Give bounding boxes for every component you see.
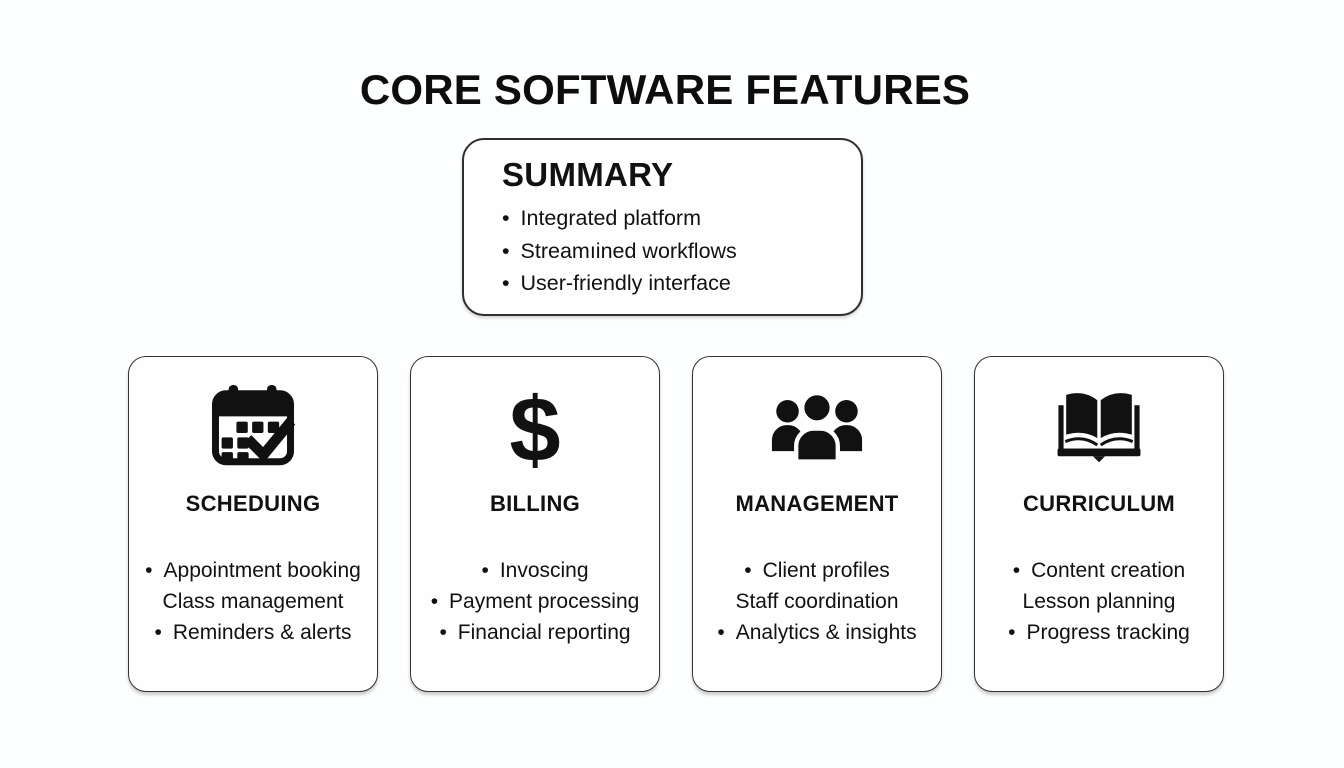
card-item-text: Staff coordination [735,590,899,613]
bullet-icon: • [154,621,162,644]
summary-list: • Integrated platform • Streamıined workfl… [502,202,841,300]
list-item: • Financial reporting [411,617,659,648]
bullet-icon: • [481,559,489,582]
card-billing: $ BILLING •Invoscing •Payment processing… [410,356,660,692]
bullet-icon: • [145,559,153,582]
card-list: • Client profiles Staff coordination • Ana… [693,555,941,648]
dollar-glyph: $ [509,379,561,481]
card-heading: CURRICULUM [1022,491,1176,516]
list-item: • User-friendly interface [502,267,841,300]
list-item: • Content creation [975,555,1223,586]
summary-item-text: User-friendly interface [520,271,731,295]
card-list: • Content creation Lesson planning • Progr… [975,555,1223,648]
list-item: Staff coordination [693,586,941,617]
card-heading: BILLING [489,491,581,516]
card-item-text: Analytics & insights [735,621,917,644]
card-item-text: Financial reporting [457,621,631,644]
list-item: • Client profiles [693,555,941,586]
list-item: • Analytics & insights [693,617,941,648]
bullet-icon: • [439,621,447,644]
card-list: • Appointment booking Class management • R… [129,555,377,648]
people-group-icon [693,385,941,467]
bullet-icon: • [717,621,725,644]
bullet-icon: • [1012,559,1021,582]
card-heading: MANAGEMENT [735,491,899,516]
bullet-icon: • [502,238,510,263]
card-item-text: Progress tracking [1026,621,1190,644]
card-item-text: Content creation [1031,559,1186,582]
summary-item-text: Integrated platform [520,206,701,230]
card-item-text: Class management [162,590,344,613]
dollar-icon: $ [411,384,659,476]
calendar-check-icon [129,385,377,467]
feature-cards-row: SCHEDUING • Appointment booking Class man… [128,356,1224,692]
summary-box: SUMMARY • Integrated platform • Streamıine… [462,138,863,316]
bullet-icon: • [1008,621,1016,644]
list-item: Lesson planning [975,586,1223,617]
bullet-icon: • [502,271,510,295]
open-book-icon [975,385,1223,467]
list-item: • Integrated platform [502,202,841,235]
card-item-text: Invoscing [499,559,589,582]
list-item: Class management [129,586,377,617]
card-curriculum: CURRICULUM • Content creation Lesson plan… [974,356,1224,692]
page-title: CORE SOFTWARE FEATURES [359,66,971,113]
summary-item-text: Streamıined workflows [520,238,737,263]
card-heading: SCHEDUING [185,491,321,516]
card-item-text: Reminders & alerts [172,621,352,644]
list-item: • Appointment booking [129,555,377,586]
card-item-text: Appointment booking [163,559,361,582]
list-item: • Invoscing [411,555,659,586]
list-item: • Progress tracking [975,617,1223,648]
bullet-icon: • [502,206,510,230]
card-item-text: Lesson planning [1022,590,1176,613]
card-management: MANAGEMENT • Client profiles Staff coordi… [692,356,942,692]
list-item: • Payment processing [411,586,659,617]
summary-heading: SUMMARY [502,156,674,193]
bullet-icon: • [430,590,439,613]
card-item-text: Payment processing [449,590,640,613]
card-list: •Invoscing •Payment processing •Financia… [411,555,659,648]
list-item: • Reminders & alerts [129,617,377,648]
bullet-icon: • [744,559,752,582]
card-scheduling: SCHEDUING • Appointment booking Class man… [128,356,378,692]
card-item-text: Client profiles [762,559,890,582]
list-item: • Streamıined workflows [502,235,841,268]
